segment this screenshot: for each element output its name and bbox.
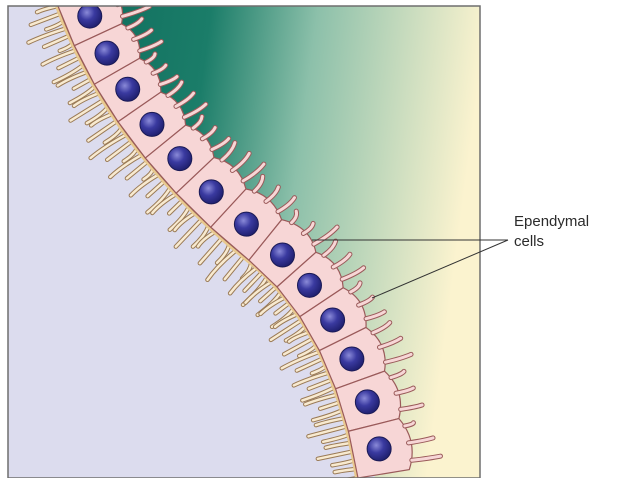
cell-process	[118, 0, 141, 5]
cell-nucleus	[270, 243, 294, 267]
cell-nucleus	[234, 212, 258, 236]
cell-nucleus	[168, 147, 192, 171]
cell-nucleus	[340, 347, 364, 371]
cell-nucleus	[367, 437, 391, 461]
cell-nucleus	[321, 308, 345, 332]
cell-nucleus	[116, 77, 140, 101]
cell-nucleus	[95, 41, 119, 65]
label-cells: cells	[514, 233, 544, 250]
cell-nucleus	[297, 273, 321, 297]
cell-nucleus	[140, 112, 164, 136]
label-ependymal: Ependymal	[514, 213, 589, 230]
cell-nucleus	[78, 4, 102, 28]
cell-nucleus	[199, 180, 223, 204]
cell-nucleus	[355, 390, 379, 414]
cell-process	[118, 0, 141, 5]
